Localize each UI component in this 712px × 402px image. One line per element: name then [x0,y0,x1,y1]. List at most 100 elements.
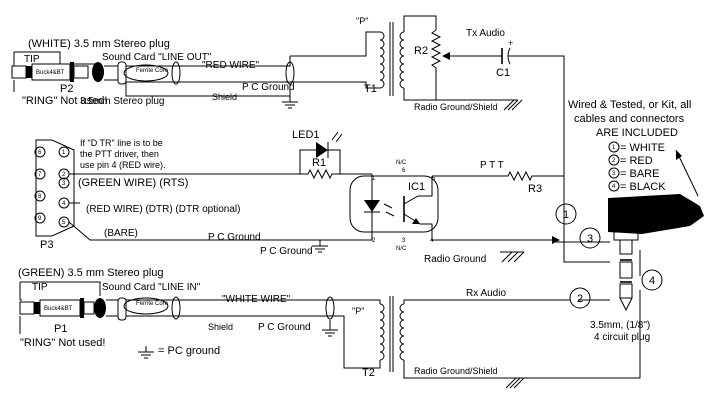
top-plug-ring [26,66,32,78]
bare-label: (BARE) [104,228,138,239]
svg-text:3: 3 [62,181,66,187]
top-pc-ground-label: P C Ground [242,82,295,93]
top-plug-collar [70,62,74,82]
bottom-shield-label: Shield [208,322,233,332]
bottom-stereo-plug: (GREEN) 3.5 mm Stereo plug TIP Buck4&BT … [18,267,201,349]
top-stereo-plug: (WHITE) 3.5 mm Stereo plug TIP Buck4&BT … [11,38,212,107]
t2-primary-coil [379,303,385,361]
pc-ground-legend: = PC ground [158,345,220,357]
ic1-led [364,200,380,212]
note-line-3: ARE INCLUDED [596,127,678,139]
top-plug-tip-bracket [13,52,18,67]
top-cable-clamp [117,61,127,85]
r3-resistor [432,170,564,182]
svg-text:3: 3 [612,171,616,177]
green-wire-label: (GREEN WIRE) (RTS) [78,177,188,189]
svg-text:2: 2 [577,293,583,305]
legend-ground-symbol [138,346,154,359]
pc-ground-label-2: P C Ground [260,246,313,257]
svg-text:5: 5 [432,176,436,182]
plug-size: 3.5mm, (1/8") [590,320,650,331]
circle-2 [569,287,591,309]
plug-body [608,194,704,234]
pc-ground-label-1: P C Ground [208,232,261,243]
t2-primary-label: "P" [352,306,364,316]
nc-bottom: N/C [396,246,407,252]
dtr-note: If "D TR" line is to be the PTT driver, … [80,138,166,170]
ptt-label: P T T [480,160,504,171]
svg-text:2: 2 [62,172,66,178]
plug-tip [619,297,633,312]
t2-radio-ground-symbol [505,377,525,389]
opto-circuit: LED1 R1 1 6 5 2 3 4 N/C N/C IC1 P T T R3… [292,129,564,265]
svg-text:4: 4 [612,184,616,190]
t1-ref: T1 [364,83,377,95]
ground-return-wire [520,290,641,379]
led1-symbol [316,142,328,158]
top-plug-cable-boot [92,62,104,82]
opto-ground-symbol [500,251,525,263]
bottom-ferrite-label: Ferrite Core [136,301,169,307]
svg-text:2: 2 [612,158,616,164]
db9-ground-symbol [312,240,328,253]
svg-text:1: 1 [372,176,376,182]
svg-text:2: 2 [372,238,376,244]
db9-connector: 6 7 8 9 1 2 3 4 5 P3 If "D TR" line is t… [34,138,328,257]
wire-color-legend: 1 = WHITE 2 = RED 3 = BARE 4 = BLACK [608,141,699,197]
svg-text:1: 1 [612,145,616,151]
top-plug-label: 3.5mm Stereo plug [80,96,165,107]
c1-plus: + [508,38,513,48]
top-plug-brand: Buck4&BT [36,70,65,76]
t2-radio-ground-label: Radio Ground/Shield [414,366,498,376]
bottom-cable: Ferrite Core "WHITE WIRE" Shield P C Gro… [106,294,338,359]
c1-label: C1 [496,67,510,79]
led1-label: LED1 [292,129,320,141]
note-line-2: cables and connectors [574,113,685,125]
top-plug-ring-note: "RING" Not used! [22,95,107,107]
top-plug-tip-wire [14,51,98,65]
top-ferrite-label: Ferrite Core [136,68,169,74]
nc-top: N/C [396,160,407,166]
rx-audio-label: Rx Audio [466,288,506,299]
bottom-soundcard-label: Sound Card "LINE IN" [102,282,201,293]
bottom-plug-ref: P1 [54,323,67,335]
r3-label: R3 [528,183,542,195]
legend-item-1: = WHITE [620,142,665,154]
top-plug-ref: P2 [60,83,73,95]
top-ferrite-core [123,64,169,82]
top-ground-symbol [282,96,298,109]
top-plug-tip [11,65,27,79]
legend-item-4: = BLACK [620,181,666,193]
rx-audio-wire [403,299,570,304]
top-red-wire-label: "RED WIRE" [202,60,260,71]
t2-secondary-coil [399,303,405,361]
r2-potentiometer [430,29,442,80]
svg-text:8: 8 [38,194,42,200]
top-soundcard-label: Sound Card "LINE OUT" [102,52,212,63]
r1-label: R1 [312,157,326,169]
bottom-plug-title: (GREEN) 3.5 mm Stereo plug [18,267,164,279]
top-shield-label: Shield [212,92,237,102]
bare-wire [68,221,300,241]
t1-radio-ground-label: Radio Ground/Shield [414,102,498,112]
top-plug-tip-label: TIP [24,54,40,65]
svg-text:6: 6 [402,168,406,174]
bottom-white-wire-label: "WHITE WIRE" [222,294,291,305]
transformer-t1: "P" T1 R2 + C1 Tx Audio Radio Ground/Shi… [290,15,565,204]
transformer-t2: "P" T2 Rx Audio Radio Ground/Shield [330,288,641,389]
four-circuit-plug: 3.5mm, (1/8") 4 circuit plug 1 3 4 2 [555,194,704,343]
bottom-pc-ground-label: P C Ground [258,322,311,333]
bottom-plug-tip-label: TIP [32,282,48,293]
ic1-label: IC1 [408,181,425,193]
circle-1 [555,203,577,225]
svg-text:9: 9 [38,216,42,222]
circle-3 [579,227,601,249]
svg-text:3: 3 [587,233,593,245]
svg-text:4: 4 [62,201,66,207]
top-cable: Ferrite Core "RED WIRE" P C Ground Shiel… [104,56,298,109]
t1-secondary-coil [399,31,405,89]
r1-resistor [300,168,372,180]
t1-radio-ground-symbol [404,99,523,111]
top-plug-title: (WHITE) 3.5 mm Stereo plug [28,38,170,50]
t2-ref: T2 [362,367,375,379]
